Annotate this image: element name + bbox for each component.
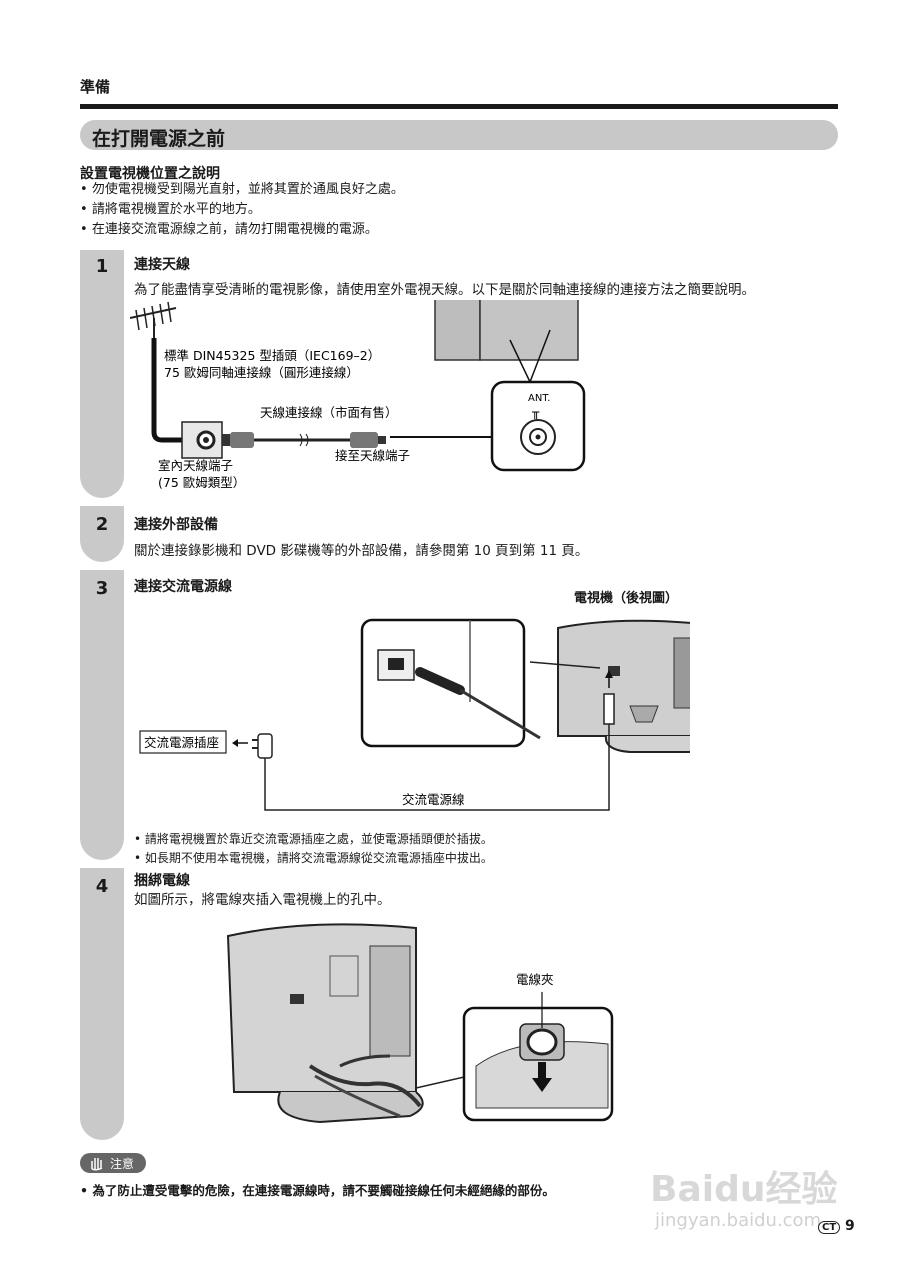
placement-list: 勿使電視機受到陽光直射，並將其置於通風良好之處。 請將電視機置於水平的地方。 在… xyxy=(80,180,404,240)
plug-label-2: 75 歐姆同軸連接線（圓形連接線） xyxy=(164,365,359,380)
step-4-title: 捆綁電線 xyxy=(134,873,190,889)
section-label: 準備 xyxy=(80,78,111,96)
cable-clip-diagram: 電線夾 xyxy=(226,923,614,1124)
step-2-title: 連接外部設備 xyxy=(134,517,218,533)
list-item: 勿使電視機受到陽光直射，並將其置於通風良好之處。 xyxy=(80,180,404,200)
step-3-number: 3 xyxy=(95,578,109,599)
watermark-url: jingyan.baidu.com xyxy=(655,1210,822,1231)
title-bar: 在打開電源之前 xyxy=(80,120,838,150)
page-title: 在打開電源之前 xyxy=(92,128,226,150)
step-2-number: 2 xyxy=(95,514,109,535)
step-1-title: 連接天線 xyxy=(134,257,190,273)
step-3-title: 連接交流電源線 xyxy=(134,579,232,595)
antenna-diagram: ANT. ╥ 標準 DIN45325 型插頭（IEC169–2） 75 歐姆同軸… xyxy=(130,300,586,490)
step-2-bar xyxy=(80,506,124,562)
list-item: 請將電視機置於水平的地方。 xyxy=(80,200,404,220)
power-diagram: 交流電源插座 交流電源線 xyxy=(139,618,690,811)
clip-label: 電線夾 xyxy=(516,972,554,987)
tv-rear-label: 電視機（後視圖） xyxy=(574,591,679,606)
step-1-text: 為了能盡情享受清晰的電視影像，請使用室外電視天線。以下是關於同軸連接線的連接方法… xyxy=(134,282,755,298)
step-3-note-1: • 請將電視機置於靠近交流電源插座之處，並使電源插頭便於插拔。 xyxy=(134,832,493,846)
watermark-brand: Baidu经验 xyxy=(650,1169,838,1210)
caution-text: • 為了防止遭受電擊的危險，在連接電源線時，請不要觸碰接線任何未經絕緣的部份。 xyxy=(80,1183,555,1198)
plug-icon xyxy=(252,733,273,759)
hand-icon xyxy=(91,1158,103,1171)
arrow-down-icon xyxy=(532,1062,552,1092)
header-rule xyxy=(80,104,838,109)
cord-label: 交流電源線 xyxy=(402,792,465,807)
plug-label-1: 標準 DIN45325 型插頭（IEC169–2） xyxy=(164,348,380,363)
outlet-label: 交流電源插座 xyxy=(144,735,219,750)
indoor-label-2: (75 歐姆類型） xyxy=(158,475,245,490)
page-number: CT 9 xyxy=(818,1218,855,1234)
placement-heading: 設置電視機位置之說明 xyxy=(80,166,220,182)
indoor-label-1: 室內天線端子 xyxy=(158,458,233,473)
caution-label: 注意 xyxy=(110,1157,135,1171)
svg-text:╥: ╥ xyxy=(531,405,540,419)
step-4-bar xyxy=(80,868,124,1140)
terminal-label: 接至天線端子 xyxy=(335,448,410,463)
step-4-text: 如圖所示，將電線夾插入電視機上的孔中。 xyxy=(134,892,391,908)
list-item: 在連接交流電源線之前，請勿打開電視機的電源。 xyxy=(80,220,404,240)
ant-label: ANT. xyxy=(528,393,550,404)
step-3-bar xyxy=(80,570,124,860)
step-2-text: 關於連接錄影機和 DVD 影碟機等的外部設備，請參閱第 10 頁到第 11 頁。 xyxy=(134,543,589,559)
cable-label: 天線連接線（市面有售） xyxy=(260,405,398,420)
step-1-number: 1 xyxy=(95,256,109,277)
antenna-icon xyxy=(130,301,177,338)
step-1-bar xyxy=(80,250,124,498)
caution-tag: 注意 xyxy=(80,1153,146,1173)
step-4-number: 4 xyxy=(95,876,109,897)
step-3-note-2: • 如長期不使用本電視機，請將交流電源線從交流電源插座中拔出。 xyxy=(134,851,493,865)
